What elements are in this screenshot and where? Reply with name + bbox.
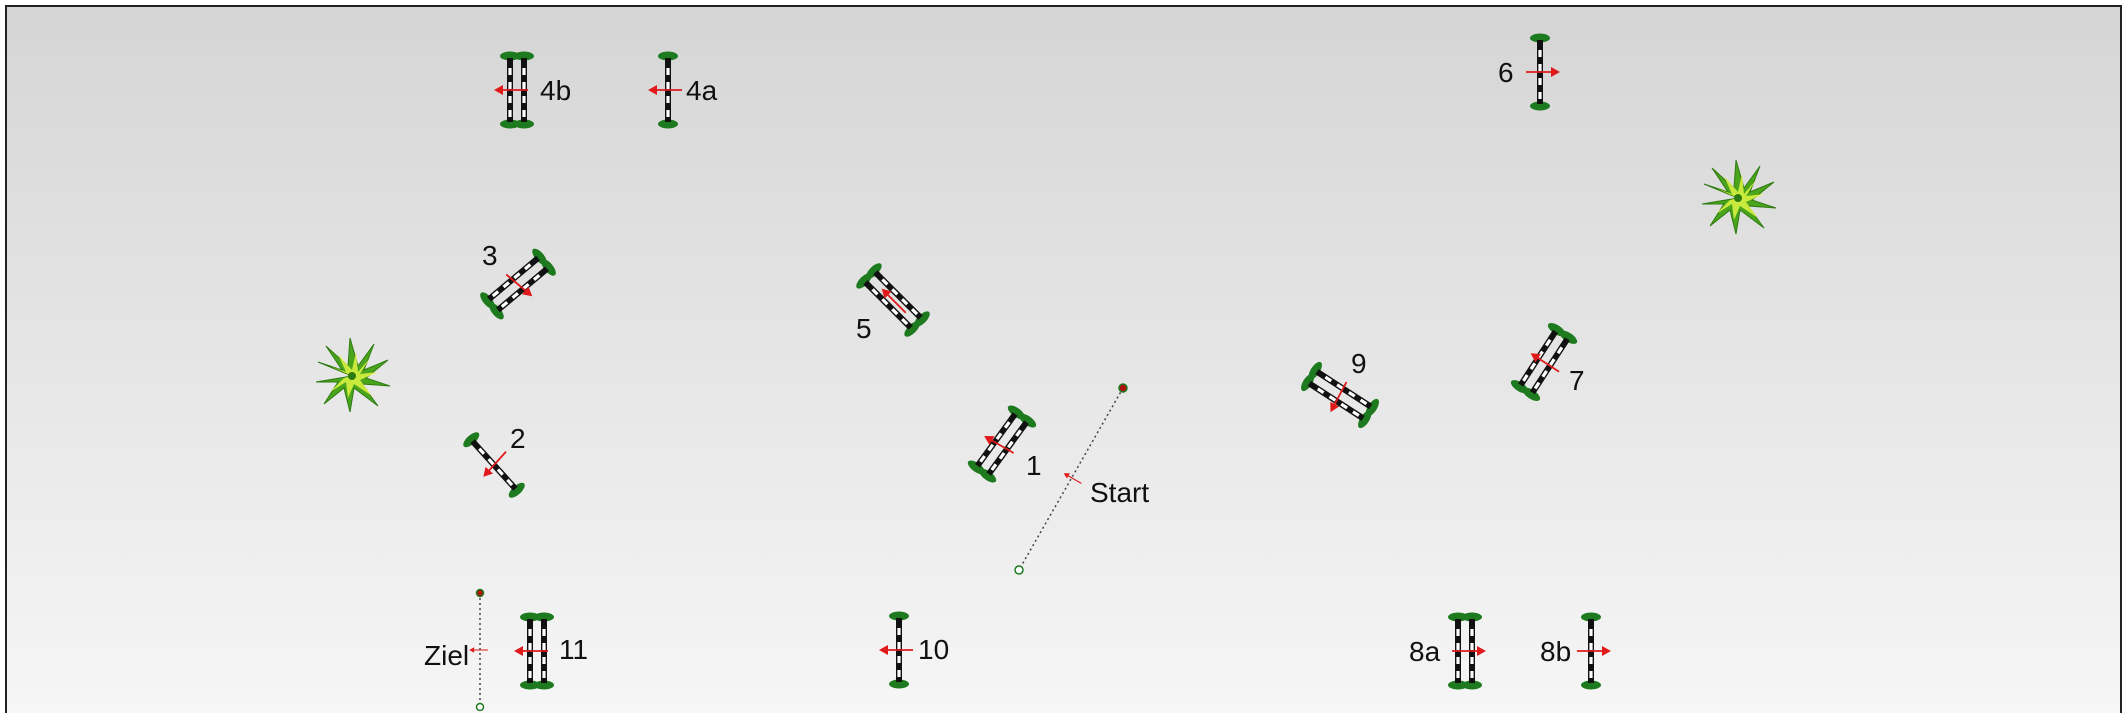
jump-label: 7 bbox=[1569, 365, 1585, 396]
jump-label: 4a bbox=[686, 75, 718, 106]
arena-background bbox=[5, 5, 2122, 713]
start-label: Start bbox=[1090, 477, 1149, 508]
jump-label: 2 bbox=[510, 423, 526, 454]
jump-1: 1 bbox=[965, 402, 1042, 486]
jump-11: 11 bbox=[513, 612, 588, 690]
jump-3: 3 bbox=[477, 240, 559, 322]
jump-label: 8b bbox=[1540, 636, 1571, 667]
jump-4a: 4a bbox=[647, 51, 718, 129]
jump-5: 5 bbox=[853, 260, 933, 344]
start-line: Start bbox=[1014, 383, 1149, 575]
jump-label: 11 bbox=[559, 634, 588, 665]
jump-label: 6 bbox=[1498, 57, 1514, 88]
finish-label: Ziel bbox=[424, 640, 469, 671]
jump-4b: 4b bbox=[493, 51, 571, 129]
finish-line: Ziel bbox=[424, 588, 489, 712]
jump-label: 8a bbox=[1409, 636, 1441, 667]
jump-label: 9 bbox=[1351, 348, 1367, 379]
jump-label: 3 bbox=[482, 240, 498, 271]
jump-8a: 8a bbox=[1409, 612, 1487, 690]
jump-label: 4b bbox=[540, 75, 571, 106]
jump-6: 6 bbox=[1498, 33, 1561, 111]
jump-8b: 8b bbox=[1540, 612, 1612, 690]
jump-label: 1 bbox=[1026, 450, 1042, 481]
jump-2: 2 bbox=[460, 423, 528, 501]
jump-label: 10 bbox=[918, 634, 949, 665]
jump-10: 10 bbox=[878, 611, 949, 689]
jump-7: 7 bbox=[1508, 320, 1585, 404]
jump-9: 9 bbox=[1298, 348, 1382, 431]
jump-label: 5 bbox=[856, 313, 872, 344]
